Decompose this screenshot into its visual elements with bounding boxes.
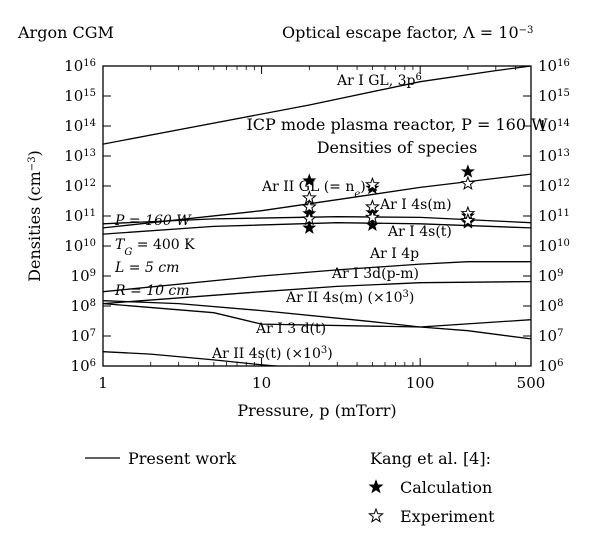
y-tick-label: 109: [71, 267, 96, 285]
y-tick-label-right: 1010: [538, 237, 570, 255]
calculation-marker: [460, 164, 475, 178]
y-tick-label-right: 1011: [538, 207, 570, 225]
legend-reference-title: Kang et al. [4]:: [370, 449, 491, 468]
x-tick-label: 10: [252, 374, 271, 392]
calculation-marker: [365, 217, 380, 231]
series-group: [103, 66, 531, 366]
series-line: [103, 216, 531, 225]
y-tick-label: 1016: [64, 57, 96, 75]
series-label: Ar I 4s(m): [379, 197, 452, 213]
x-tick-label: 500: [517, 374, 546, 392]
y-tick-label: 1010: [64, 237, 96, 255]
experiment-marker: [364, 176, 380, 192]
series-line: [103, 66, 531, 145]
chart-title-line: ICP mode plasma reactor, P = 160 W: [246, 115, 548, 134]
y-tick-label: 1011: [64, 207, 96, 225]
x-axis-title: Pressure, p (mTorr): [237, 401, 396, 420]
parameter-annotation: R = 10 cm: [114, 283, 190, 299]
series-line: [103, 280, 531, 305]
experiment-marker: [460, 175, 476, 191]
series-line: [103, 173, 531, 229]
y-tick-label-right: 1016: [538, 57, 570, 75]
series-label: Ar II 4s(m) (×103): [285, 289, 414, 307]
series-line: [103, 351, 284, 366]
series-label: Ar I 3d(p-m): [331, 266, 419, 282]
legend-experiment-star: [367, 507, 385, 523]
experiment-marker: [460, 212, 476, 228]
y-tick-label-right: 1013: [538, 147, 570, 165]
x-tick-label: 1: [98, 374, 108, 392]
parameter-annotation: L = 5 cm: [114, 260, 179, 276]
y-tick-label: 1012: [64, 177, 96, 195]
x-tick-label: 100: [406, 374, 435, 392]
series-line: [103, 222, 531, 235]
y-tick-label: 107: [71, 327, 96, 345]
legend-experiment: Experiment: [400, 507, 495, 526]
y-tick-label-right: 108: [538, 297, 563, 315]
y-tick-label-right: 107: [538, 327, 563, 345]
experiment-marker: [301, 210, 317, 226]
y-tick-label-right: 109: [538, 267, 563, 285]
series-line: [103, 261, 531, 293]
y-tick-label: 1013: [64, 147, 96, 165]
y-tick-label: 106: [71, 357, 96, 375]
series-label: Ar I GL, 3p6: [336, 72, 422, 90]
series-label: Ar I 4s(t): [387, 224, 452, 240]
y-axis-title: Densities (cm−3): [25, 150, 44, 282]
experiment-marker: [364, 209, 380, 224]
legend-calculation-star: [368, 479, 384, 494]
calculation-marker: [302, 173, 317, 187]
y-tick-label-right: 106: [538, 357, 563, 375]
y-tick-label-right: 1015: [538, 87, 570, 105]
y-tick-label: 1015: [64, 87, 96, 105]
series-label: Ar I 3 d(t): [255, 321, 326, 337]
series-label: Ar I 4p: [369, 246, 419, 262]
series-line: [103, 302, 531, 328]
legend-calculation: Calculation: [400, 478, 492, 497]
legend-present-work: Present work: [128, 449, 236, 468]
parameter-annotation: P = 160 W: [114, 213, 192, 229]
y-tick-label-right: 1012: [538, 177, 570, 195]
y-tick-label: 108: [71, 297, 96, 315]
header-left: Argon CGM: [17, 23, 114, 42]
header-right: Optical escape factor, Λ = 10−3: [282, 23, 533, 42]
series-line: [103, 300, 531, 340]
calculation-marker: [302, 220, 317, 234]
parameter-annotation: TG = 400 K: [115, 237, 195, 258]
chart-title-line: Densities of species: [317, 138, 478, 157]
y-tick-label: 1014: [64, 117, 96, 135]
series-label: Ar II GL (= ne): [261, 179, 366, 200]
y-tick-label-right: 1014: [538, 117, 570, 135]
series-label: Ar II 4s(t) (×103): [211, 345, 333, 363]
experiment-marker: [301, 199, 317, 214]
